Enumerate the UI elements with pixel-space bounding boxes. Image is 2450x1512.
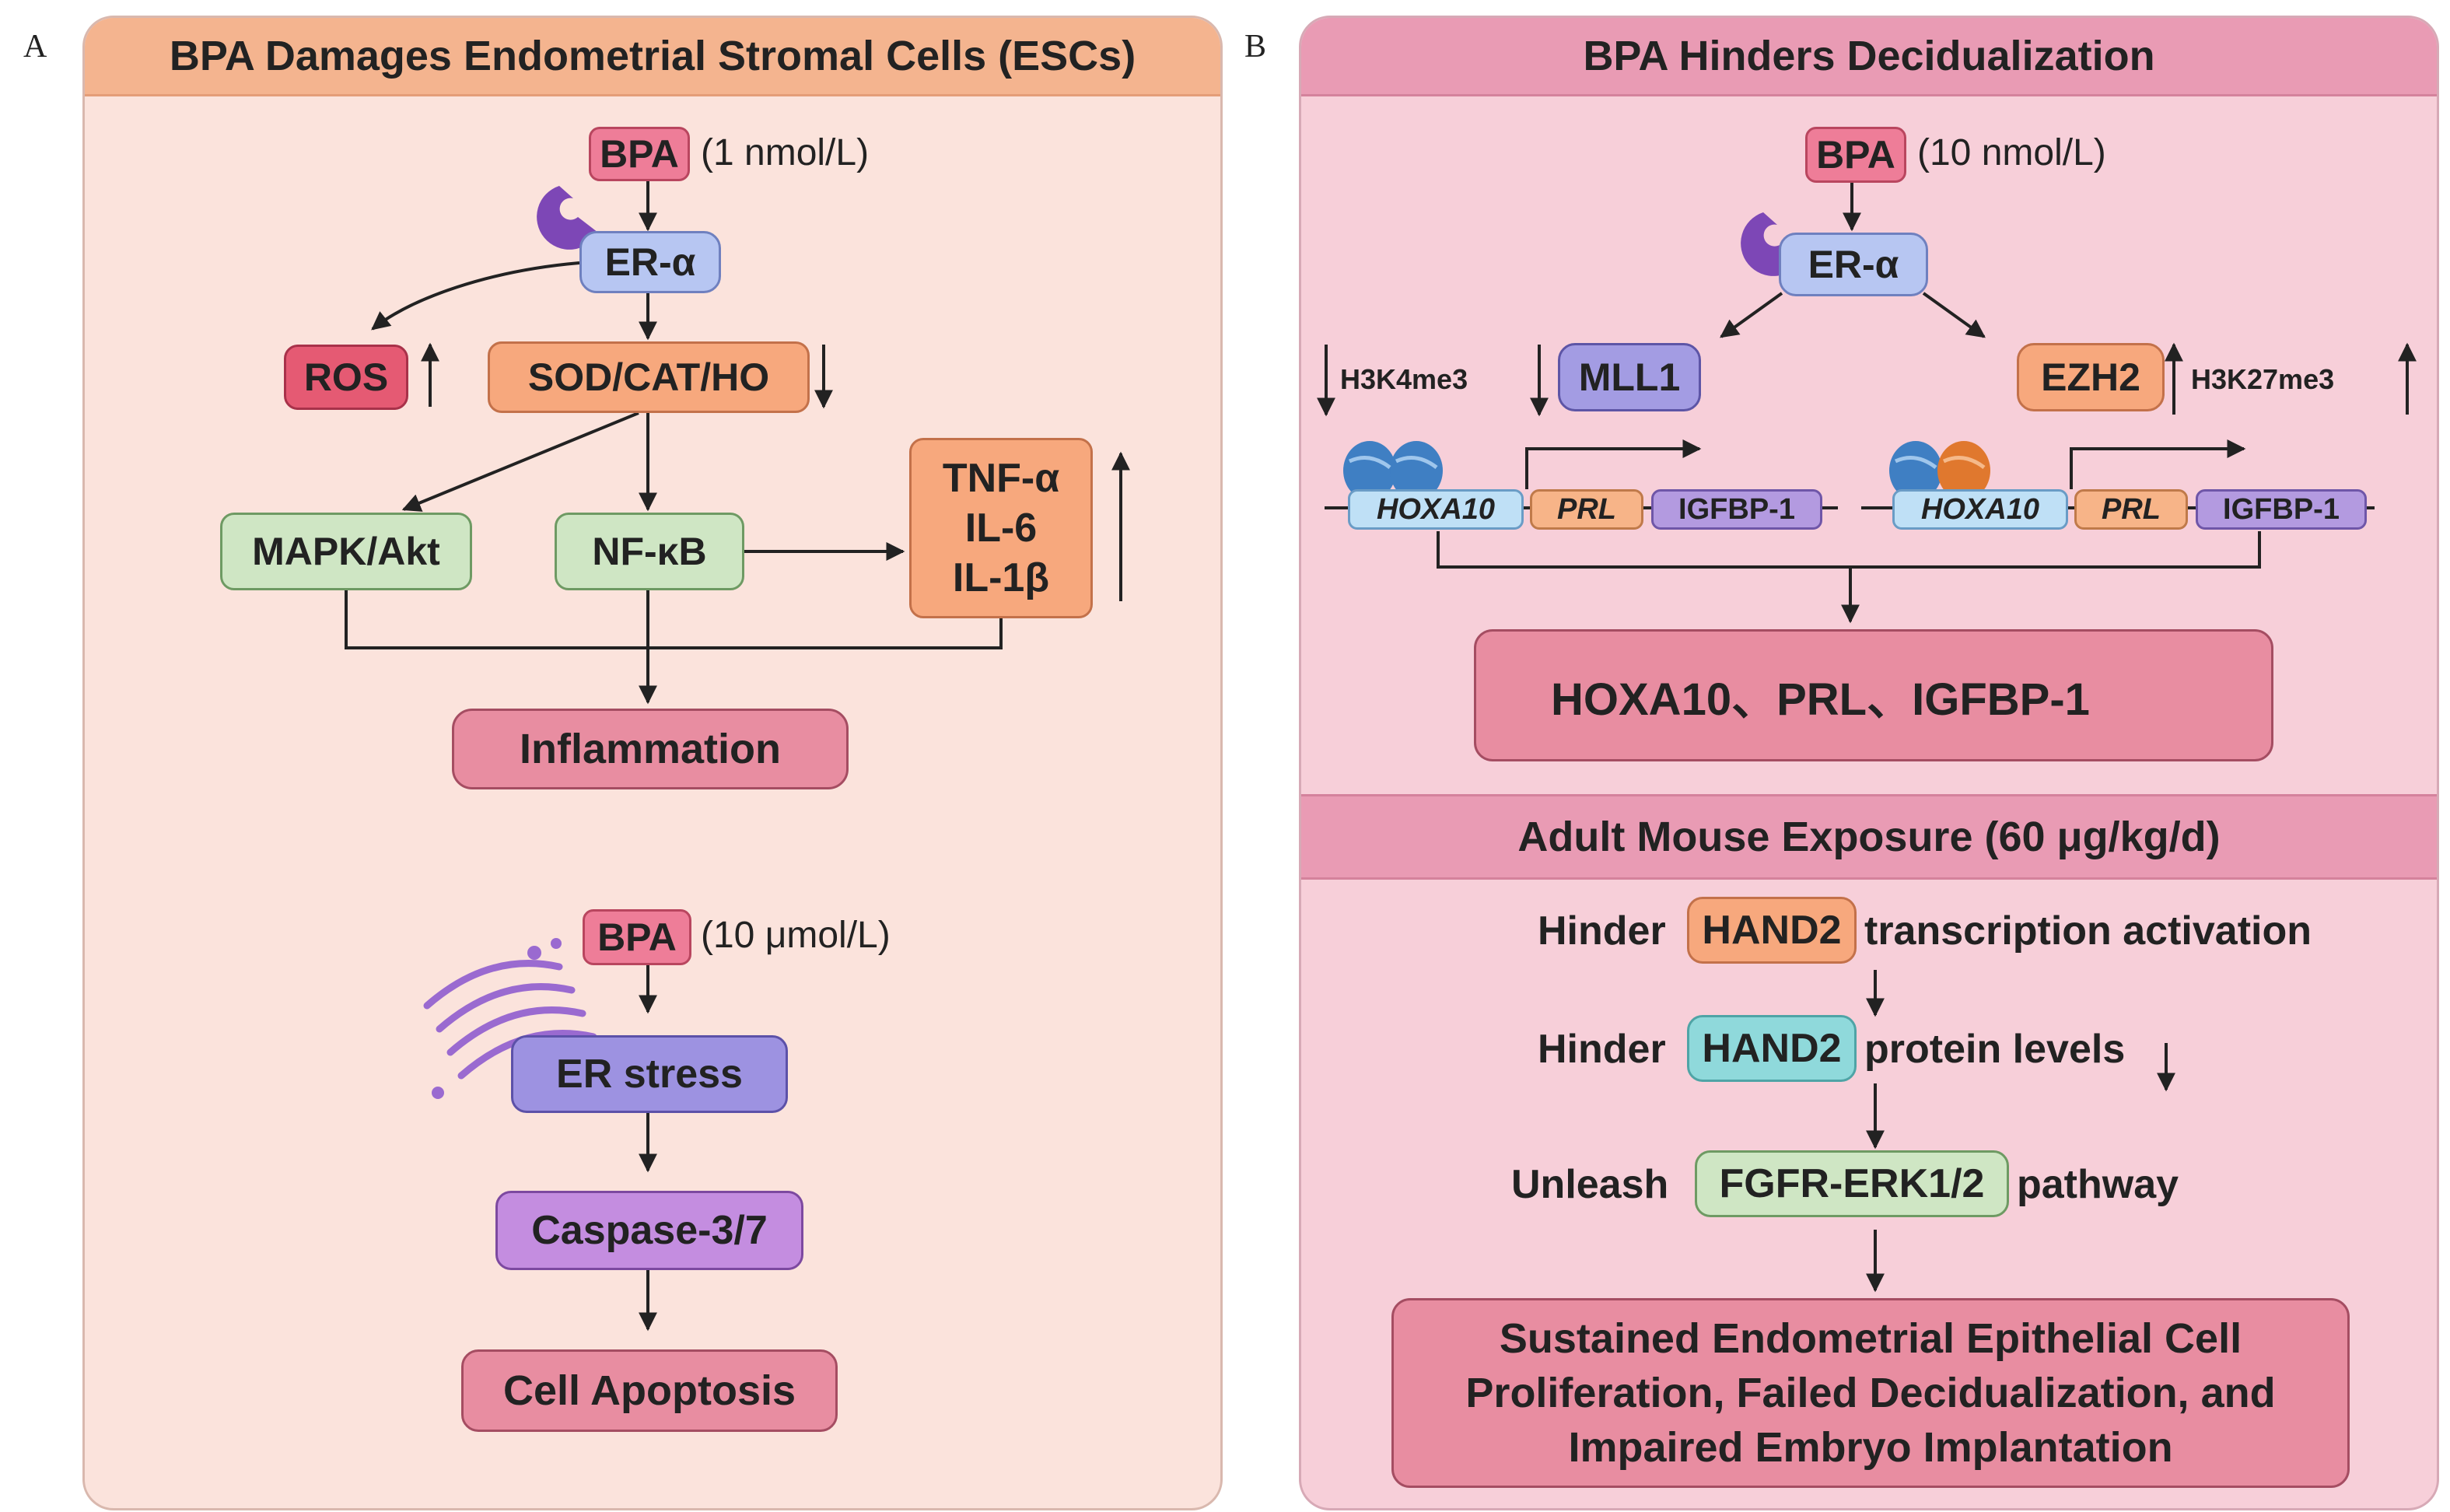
merge-line-b <box>1437 531 2261 569</box>
bpa-dose-1: (1 nmol/L) <box>701 132 870 173</box>
cytokine-tnf: TNF-α <box>942 456 1060 501</box>
bpa-dose-b: (10 nmol/L) <box>1917 132 2106 173</box>
bpa-node-1: BPA <box>589 127 690 181</box>
tx-arrow-left <box>1525 439 1702 489</box>
arrow-er-ezh2 <box>1922 292 1986 338</box>
outcome-line-3: Impaired Embryo Implantation <box>1568 1424 2173 1471</box>
nf-kb-node: NF-κB <box>555 513 744 590</box>
outcome-line-1: Sustained Endometrial Epithelial Cell <box>1499 1315 2242 1362</box>
er-alpha-node: ER-α <box>579 231 721 293</box>
panel-a: BPA Damages Endometrial Stromal Cells (E… <box>82 16 1223 1510</box>
step2-pre: Hinder <box>1538 1027 1666 1072</box>
panel-a-letter: A <box>23 29 47 65</box>
arrow-er-ros <box>371 261 580 331</box>
caspase-node: Caspase-3/7 <box>495 1191 803 1270</box>
er-stress-node: ER stress <box>511 1035 788 1113</box>
step1-hand2: HAND2 <box>1687 897 1857 964</box>
panel-a-arrows <box>345 181 1130 1332</box>
gene-hoxa10-right: HOXA10 <box>1892 489 2068 530</box>
step1-post: transcription activation <box>1864 908 2312 954</box>
gene-prl-right: PRL <box>2074 489 2188 530</box>
arrow-sod-mapk <box>401 411 639 512</box>
arrow-er-mll1 <box>1720 292 1783 338</box>
step1-pre: Hinder <box>1538 908 1666 954</box>
sod-cat-ho-node: SOD/CAT/HO <box>488 341 810 413</box>
gene-prl-left: PRL <box>1530 489 1643 530</box>
gene-igfbp1-right: IGFBP-1 <box>2196 489 2367 530</box>
step3-post: pathway <box>2017 1162 2179 1207</box>
h3k4me3-label: H3K4me3 <box>1340 363 1468 395</box>
mapk-akt-node: MAPK/Akt <box>220 513 472 590</box>
cell-apoptosis-node: Cell Apoptosis <box>461 1349 838 1432</box>
panel-b-letter: B <box>1244 29 1267 65</box>
bpa-node-2: BPA <box>583 909 691 965</box>
result-node: HOXA10、PRL、IGFBP-1 <box>1474 629 2273 761</box>
panel-a-title: BPA Damages Endometrial Stromal Cells (E… <box>85 18 1220 96</box>
bpa-dose-2: (10 μmol/L) <box>701 915 891 956</box>
step2-post: protein levels <box>1864 1027 2126 1072</box>
panel-b: BPA Hinders Decidualization Adult Mouse … <box>1299 16 2439 1510</box>
ros-node: ROS <box>284 345 408 410</box>
outcome-node: Sustained Endometrial Epithelial Cell Pr… <box>1391 1298 2350 1488</box>
outcome-line-2: Proliferation, Failed Decidualization, a… <box>1465 1370 2276 1416</box>
bpa-node-b: BPA <box>1805 127 1906 183</box>
step3-pre: Unleash <box>1511 1162 1669 1207</box>
nucleosome-icons <box>1343 441 1990 500</box>
cytokines-node: TNF-α IL-6 IL-1β <box>909 438 1093 618</box>
cytokine-il1b: IL-1β <box>952 555 1050 600</box>
gene-igfbp1-left: IGFBP-1 <box>1651 489 1822 530</box>
mll1-node: MLL1 <box>1558 343 1701 411</box>
panel-b-subtitle: Adult Mouse Exposure (60 μg/kg/d) <box>1301 794 2437 880</box>
step3-fgfr: FGFR-ERK1/2 <box>1695 1150 2009 1217</box>
panel-b-title: BPA Hinders Decidualization <box>1301 18 2437 96</box>
inflammation-node: Inflammation <box>452 709 849 789</box>
h3k27me3-label: H3K27me3 <box>2191 363 2335 395</box>
tx-arrow-right <box>2070 439 2246 489</box>
cytokine-il6: IL-6 <box>964 506 1038 551</box>
er-alpha-node-b: ER-α <box>1779 233 1928 296</box>
ezh2-node: EZH2 <box>2017 343 2165 411</box>
step2-hand2: HAND2 <box>1687 1015 1857 1082</box>
merge-line <box>345 590 1003 649</box>
gene-hoxa10-left: HOXA10 <box>1348 489 1524 530</box>
receptor-icon <box>537 186 598 250</box>
